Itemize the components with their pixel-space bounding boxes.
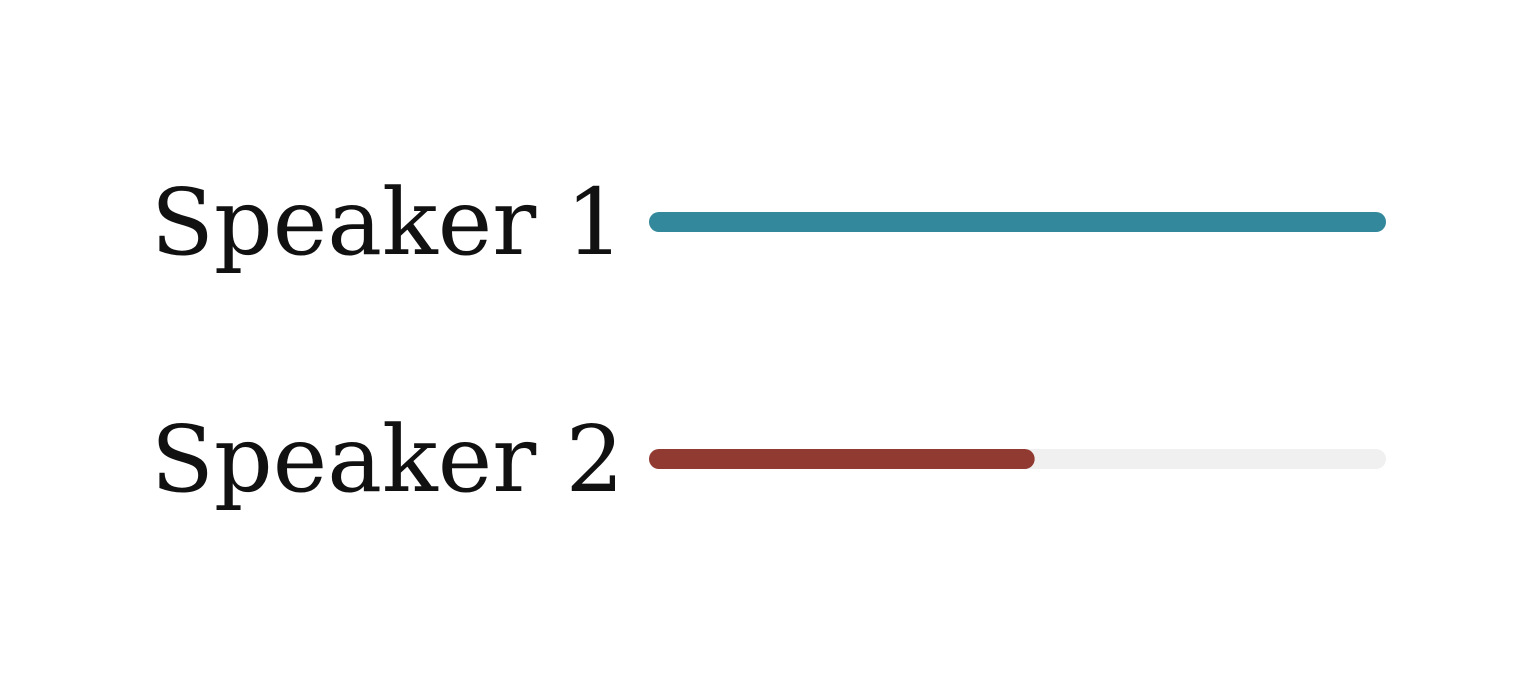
label-speaker-1: Speaker 1: [151, 169, 624, 276]
speaker-rows: Speaker 1 Speaker 2: [151, 169, 1386, 513]
label-speaker-2: Speaker 2: [151, 406, 624, 513]
